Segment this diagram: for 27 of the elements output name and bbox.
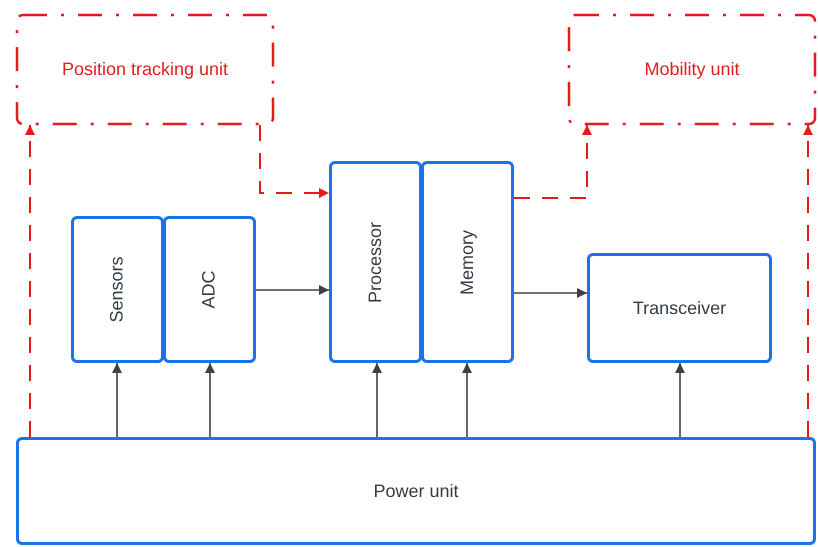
- dashed-arrow: [803, 125, 813, 437]
- unit-box: [568, 14, 816, 125]
- arrow: [112, 363, 122, 437]
- dashed-arrow: [25, 125, 35, 437]
- block-box: [71, 216, 164, 363]
- node-label: Sensors: [107, 256, 128, 323]
- power-box: [16, 437, 816, 545]
- dashed-arrow: [259, 125, 329, 198]
- node-label: Memory: [457, 230, 478, 294]
- dashed-arrow: [514, 125, 592, 199]
- arrow: [256, 285, 329, 295]
- arrow: [462, 363, 472, 437]
- node-label: Position tracking unit: [62, 59, 228, 80]
- arrow: [675, 363, 685, 437]
- node-label: Power unit: [373, 480, 459, 502]
- block-box: [587, 253, 772, 363]
- block-box: [329, 161, 422, 363]
- unit-box: [16, 14, 274, 125]
- node-label: ADC: [199, 270, 220, 308]
- node-label: Mobility unit: [644, 59, 740, 80]
- arrow: [514, 288, 587, 298]
- arrow: [372, 363, 382, 437]
- node-label: Processor: [365, 221, 386, 303]
- block-box: [163, 216, 256, 363]
- block-box: [421, 161, 514, 363]
- arrow: [205, 363, 215, 437]
- node-label: Transceiver: [632, 298, 726, 318]
